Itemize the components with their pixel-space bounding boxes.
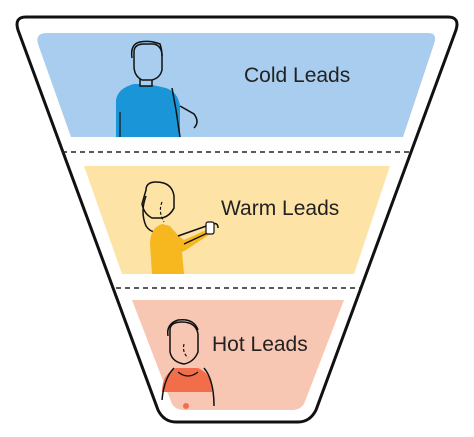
stage-cold: Cold Leads [37, 33, 436, 138]
stage-cold-label: Cold Leads [244, 64, 350, 87]
stage-hot-label: Hot Leads [212, 333, 308, 356]
stage-cold-band [37, 33, 436, 137]
woman-icon [141, 181, 219, 274]
stage-hot: Hot Leads [132, 300, 344, 410]
stage-warm-band [84, 166, 390, 274]
stage-warm-label: Warm Leads [221, 197, 339, 220]
stage-warm: Warm Leads [84, 166, 390, 274]
man-icon [116, 40, 198, 138]
person-icon [161, 318, 215, 409]
